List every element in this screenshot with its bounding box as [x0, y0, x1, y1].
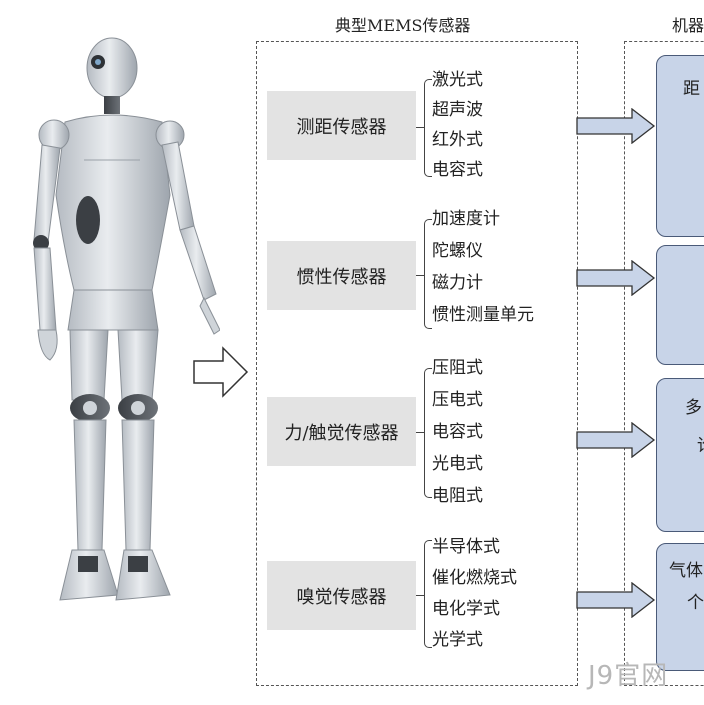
bracket-inertial: [424, 219, 432, 329]
flow-arrow-icon: [576, 108, 656, 144]
inertial-item-magnetometer: 磁力计: [432, 273, 483, 293]
inertial-item-gyroscope: 陀螺仪: [432, 241, 483, 261]
olfactory-item-catalytic: 催化燃烧式: [432, 568, 517, 588]
watermark-text: J9官网: [588, 661, 669, 691]
robot-capability-text: 论: [697, 431, 704, 456]
ranging-item-ultrasonic: 超声波: [432, 100, 483, 120]
bracket-ranging-tick: [416, 127, 424, 128]
category-ranging-sensor: 测距传感器: [267, 91, 416, 160]
ranging-item-laser: 激光式: [432, 70, 483, 90]
humanoid-robot-image: [33, 37, 220, 601]
bracket-inertial-tick: [416, 275, 424, 276]
force-item-resistive: 电阻式: [432, 486, 483, 506]
robot-capability-box: 距: [656, 55, 704, 237]
inertial-item-imu: 惯性测量单元: [432, 305, 534, 325]
robot-capability-box: [656, 245, 704, 365]
robot-capability-text: 距: [683, 79, 700, 99]
robot-section-title: 机器: [670, 12, 704, 36]
robot-capability-text: 个: [687, 593, 704, 613]
ranging-item-infrared: 红外式: [432, 130, 483, 150]
main-arrow-icon: [193, 346, 249, 398]
olfactory-item-electrochemical: 电化学式: [432, 599, 500, 619]
force-item-capacitive: 电容式: [432, 422, 483, 442]
olfactory-item-optical: 光学式: [432, 630, 483, 650]
force-item-piezoresistive: 压阻式: [432, 358, 483, 378]
robot-capability-text: 多: [685, 398, 702, 418]
force-item-photoelectric: 光电式: [432, 454, 483, 474]
mems-section-title: 典型MEMS传感器: [333, 12, 473, 36]
robot-application-group: [624, 41, 704, 686]
robot-capability-text: 气体: [669, 561, 703, 581]
flow-arrow-icon: [576, 582, 656, 618]
inertial-item-accelerometer: 加速度计: [432, 209, 500, 229]
ranging-item-capacitive: 电容式: [432, 160, 483, 180]
flow-arrow-icon: [576, 422, 656, 458]
bracket-force-tick: [416, 432, 424, 433]
robot-capability-box: 多 论: [656, 378, 704, 532]
bracket-ranging: [424, 79, 432, 177]
olfactory-item-semiconductor: 半导体式: [432, 537, 500, 557]
bracket-olfactory-tick: [416, 595, 424, 596]
bracket-force: [424, 368, 432, 498]
flow-arrow-icon: [576, 260, 656, 296]
robot-capability-box: 气体 个: [656, 543, 704, 671]
category-olfactory-sensor: 嗅觉传感器: [267, 561, 416, 630]
category-force-tactile-sensor: 力/触觉传感器: [267, 397, 416, 466]
bracket-olfactory: [424, 540, 432, 648]
mems-sensor-group: [256, 41, 578, 686]
force-item-piezoelectric: 压电式: [432, 390, 483, 410]
category-inertial-sensor: 惯性传感器: [267, 241, 416, 310]
